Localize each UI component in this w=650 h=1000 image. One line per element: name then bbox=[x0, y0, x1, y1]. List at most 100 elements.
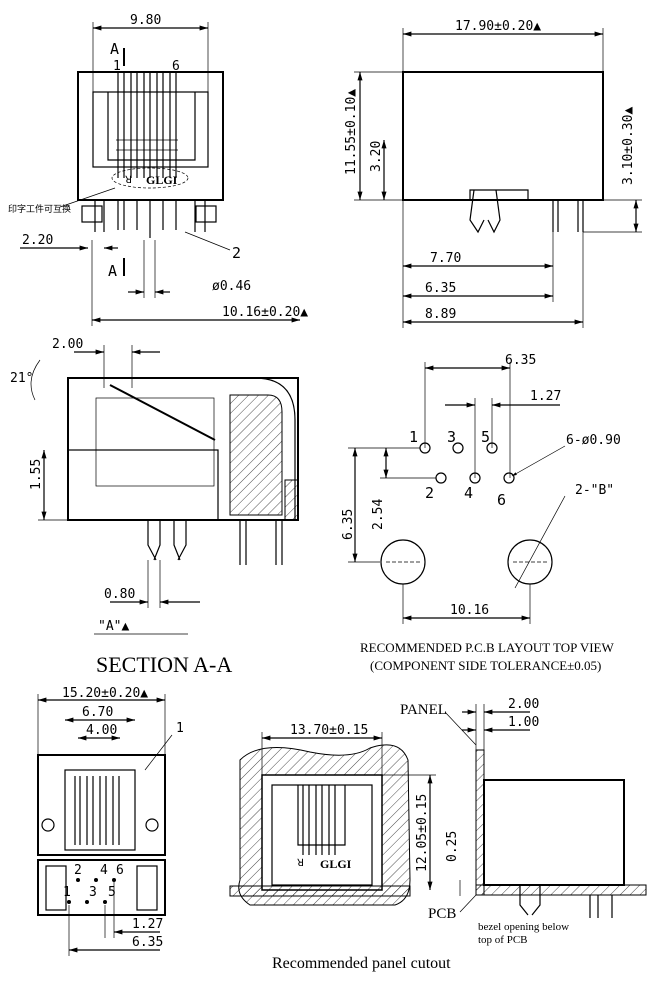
dim-2-54: 2.54 bbox=[371, 499, 386, 530]
side-body-outline bbox=[402, 71, 604, 201]
dim-10-16: 10.16 bbox=[450, 603, 489, 618]
front-pin-holes bbox=[67, 878, 116, 904]
jack-pins bbox=[81, 200, 217, 238]
side-pins bbox=[552, 200, 584, 232]
panel-dim-2-00: 2.00 bbox=[508, 697, 539, 712]
pin-1-label: 1 bbox=[113, 59, 121, 74]
front-pin-5: 5 bbox=[108, 885, 116, 900]
logo-text: GLGI bbox=[146, 173, 178, 187]
front-led-right bbox=[145, 818, 159, 832]
dim-3-20: 3.20 bbox=[369, 141, 384, 172]
panel-side-latch bbox=[519, 885, 541, 916]
pin-6-label: 6 bbox=[172, 59, 180, 74]
front-dim-1-27: 1.27 bbox=[132, 917, 163, 932]
front-dim-6-35: 6.35 bbox=[132, 935, 163, 950]
ref-a: "A"▲ bbox=[98, 619, 129, 634]
panel-cutout: ꓤ GLGI 13.70±0.15 12.05±0.15 0.25 PANEL … bbox=[229, 697, 647, 972]
panel-dim-width: 13.70±0.15 bbox=[290, 723, 368, 738]
pcb-pin-4: 4 bbox=[464, 484, 473, 502]
spec-b: 2-"B" bbox=[575, 483, 614, 498]
panel-dim-height: 12.05±0.15 bbox=[415, 794, 430, 872]
dim-pin-dia: ø0.46 bbox=[212, 279, 251, 294]
dim-6-35-top: 6.35 bbox=[505, 353, 536, 368]
dim-1-55: 1.55 bbox=[29, 459, 44, 490]
pcb-holes bbox=[419, 442, 515, 484]
pcb-pin-6: 6 bbox=[497, 491, 506, 509]
section-hatched-wall bbox=[229, 394, 283, 516]
front-contacts bbox=[74, 776, 120, 845]
pcb-pin-3: 3 bbox=[447, 428, 456, 446]
pcb-caption-2: (COMPONENT SIDE TOLERANCE±0.05) bbox=[370, 658, 601, 673]
dim-2-20: 2.20 bbox=[22, 233, 53, 248]
panel-dim-0-25: 0.25 bbox=[445, 831, 460, 862]
pcb-pin-1: 1 bbox=[409, 428, 418, 446]
front-pin-6: 6 bbox=[116, 863, 124, 878]
dim-6-70: 6.70 bbox=[82, 705, 113, 720]
dim-6-35: 6.35 bbox=[425, 281, 456, 296]
top-right-view: 17.90±0.20▲ 11.55±0.10▲ 3.20 3.10±0.30▲ … bbox=[344, 19, 642, 328]
section-a-top: A bbox=[110, 40, 119, 58]
dim-4-00: 4.00 bbox=[86, 723, 117, 738]
dim-2-00: 2.00 bbox=[52, 337, 83, 352]
panel-logo-text: GLGI bbox=[320, 857, 352, 871]
front-pin-1: 1 bbox=[63, 885, 71, 900]
pcb-pin-2: 2 bbox=[425, 484, 434, 502]
dim-10-16: 10.16±0.20▲ bbox=[222, 305, 308, 320]
section-pins bbox=[239, 520, 283, 565]
pcb-board-left bbox=[229, 885, 411, 897]
logo-outline bbox=[111, 167, 189, 189]
pcb-layout: 6.35 1.27 1 3 5 2 4 6 6-ø0.90 2-"B" bbox=[341, 353, 621, 673]
panel-caption: Recommended panel cutout bbox=[272, 955, 451, 972]
front-led-left bbox=[41, 818, 55, 832]
hole-4 bbox=[469, 472, 481, 484]
dim-11-55: 11.55±0.10▲ bbox=[344, 89, 359, 175]
hole-6 bbox=[503, 472, 515, 484]
panel-ul-icon: ꓤ bbox=[297, 858, 304, 869]
panel-dim-1-00: 1.00 bbox=[508, 715, 539, 730]
dim-6-35-side: 6.35 bbox=[341, 509, 356, 540]
bezel-note-2: top of PCB bbox=[478, 934, 528, 946]
dim-17-90: 17.90±0.20▲ bbox=[455, 19, 541, 34]
pcb-board-right bbox=[475, 884, 647, 896]
section-a-bottom: A bbox=[108, 262, 117, 280]
callout-2: 2 bbox=[232, 244, 241, 262]
panel-side-plate bbox=[475, 749, 485, 896]
dim-0-80: 0.80 bbox=[104, 587, 135, 602]
marking-note: 印字工件可互换 bbox=[8, 203, 71, 215]
front-pin-3: 3 bbox=[89, 885, 97, 900]
hole-3 bbox=[452, 442, 464, 454]
front-pin-area bbox=[37, 859, 166, 916]
hole-5 bbox=[486, 442, 498, 454]
dim-8-89: 8.89 bbox=[425, 307, 456, 322]
dim-1-27: 1.27 bbox=[530, 389, 561, 404]
front-view: 15.20±0.20▲ 6.70 4.00 2 4 6 1 3 5 1 1. bbox=[37, 686, 184, 956]
dim-15-20: 15.20±0.20▲ bbox=[62, 686, 148, 701]
bezel-note-1: bezel opening below bbox=[478, 921, 569, 933]
ul-mark-icon: ꓤ bbox=[125, 175, 132, 186]
jack-contacts bbox=[116, 72, 178, 178]
top-left-view: ꓤ GLGI 9.80 A 1 6 2.20 印字工件可互换 A 2 ø0.46… bbox=[8, 13, 308, 326]
section-view: 2.00 21° 1.55 0.80 "A"▲ SECTION A-A bbox=[10, 337, 299, 677]
dim-7-70: 7.70 bbox=[430, 251, 461, 266]
section-title: SECTION A-A bbox=[96, 652, 232, 677]
front-pin-2: 2 bbox=[74, 863, 82, 878]
panel-label: PANEL bbox=[400, 702, 447, 718]
callout-1: 1 bbox=[176, 721, 184, 736]
hole-2 bbox=[435, 472, 447, 484]
contact-spring bbox=[109, 384, 216, 441]
dim-9-80: 9.80 bbox=[130, 13, 161, 28]
pcb-label: PCB bbox=[428, 906, 456, 922]
section-latch bbox=[147, 520, 187, 561]
hole-spec: 6-ø0.90 bbox=[566, 433, 621, 448]
pcb-caption-1: RECOMMENDED P.C.B LAYOUT TOP VIEW bbox=[360, 640, 615, 655]
pcb-pin-5: 5 bbox=[481, 428, 490, 446]
angle-21: 21° bbox=[10, 371, 33, 386]
front-pin-4: 4 bbox=[100, 863, 108, 878]
side-latch bbox=[469, 189, 501, 234]
jack-cavity bbox=[107, 92, 196, 161]
front-body-outline bbox=[37, 754, 166, 856]
dim-3-10: 3.10±0.30▲ bbox=[621, 107, 636, 185]
side-jack-body bbox=[483, 779, 625, 886]
